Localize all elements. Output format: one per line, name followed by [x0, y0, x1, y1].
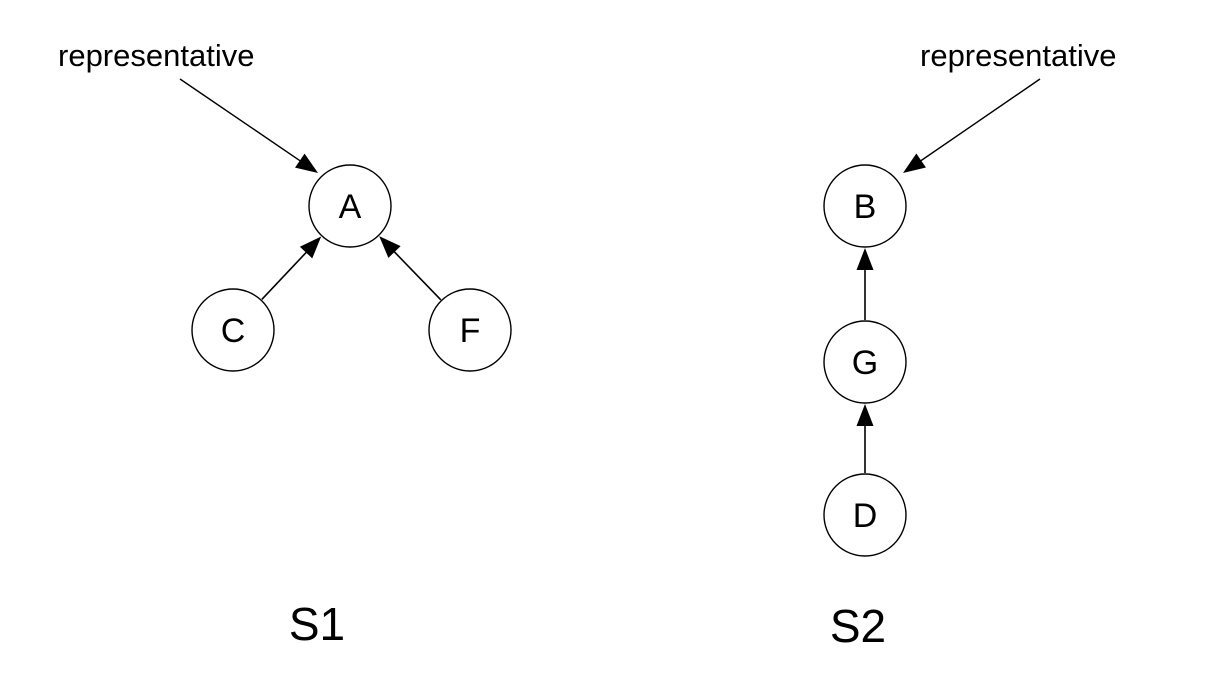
group-caption-S1: S1 — [289, 598, 345, 650]
arrowhead-f-a — [379, 236, 401, 258]
annotation-arrowhead-S1 — [295, 153, 318, 173]
node-circle-F[interactable] — [428, 288, 512, 372]
group-caption-S2: S2 — [830, 600, 886, 652]
node-circle-A[interactable] — [308, 164, 392, 248]
edge-f-to-a — [379, 236, 442, 301]
annotation-representative-S1: representative — [58, 38, 318, 173]
arrowhead-d-g — [856, 404, 874, 426]
node-label-G: G — [852, 344, 878, 382]
node-circle-C[interactable] — [191, 288, 275, 372]
annotation-arrowhead-S2 — [903, 153, 926, 173]
edge-line-c-a — [261, 249, 310, 301]
node-circle-B[interactable] — [823, 164, 907, 248]
node-A[interactable]: A — [308, 164, 392, 248]
annotation-leader-line-S1 — [179, 78, 305, 165]
node-label-C: C — [221, 312, 246, 350]
annotation-label-S2: representative — [920, 38, 1116, 73]
edge-c-to-a — [261, 236, 322, 301]
node-circle-D[interactable] — [823, 473, 907, 557]
node-label-F: F — [460, 312, 481, 350]
annotation-leader-line-S2 — [916, 78, 1041, 164]
node-G[interactable]: G — [823, 320, 907, 404]
annotation-representative-S2: representative — [903, 38, 1116, 173]
node-F[interactable]: F — [428, 288, 512, 372]
edge-line-f-a — [391, 248, 442, 301]
node-D[interactable]: D — [823, 473, 907, 557]
annotation-label-S1: representative — [58, 38, 254, 73]
node-C[interactable]: C — [191, 288, 275, 372]
node-label-B: B — [854, 188, 877, 226]
arrowhead-g-b — [856, 248, 874, 270]
edge-g-to-b — [856, 248, 874, 320]
node-circle-G[interactable] — [823, 320, 907, 404]
node-B[interactable]: B — [823, 164, 907, 248]
edge-d-to-g — [856, 404, 874, 473]
arrowhead-c-a — [299, 236, 322, 259]
node-label-A: A — [339, 188, 362, 226]
node-label-D: D — [853, 497, 878, 535]
